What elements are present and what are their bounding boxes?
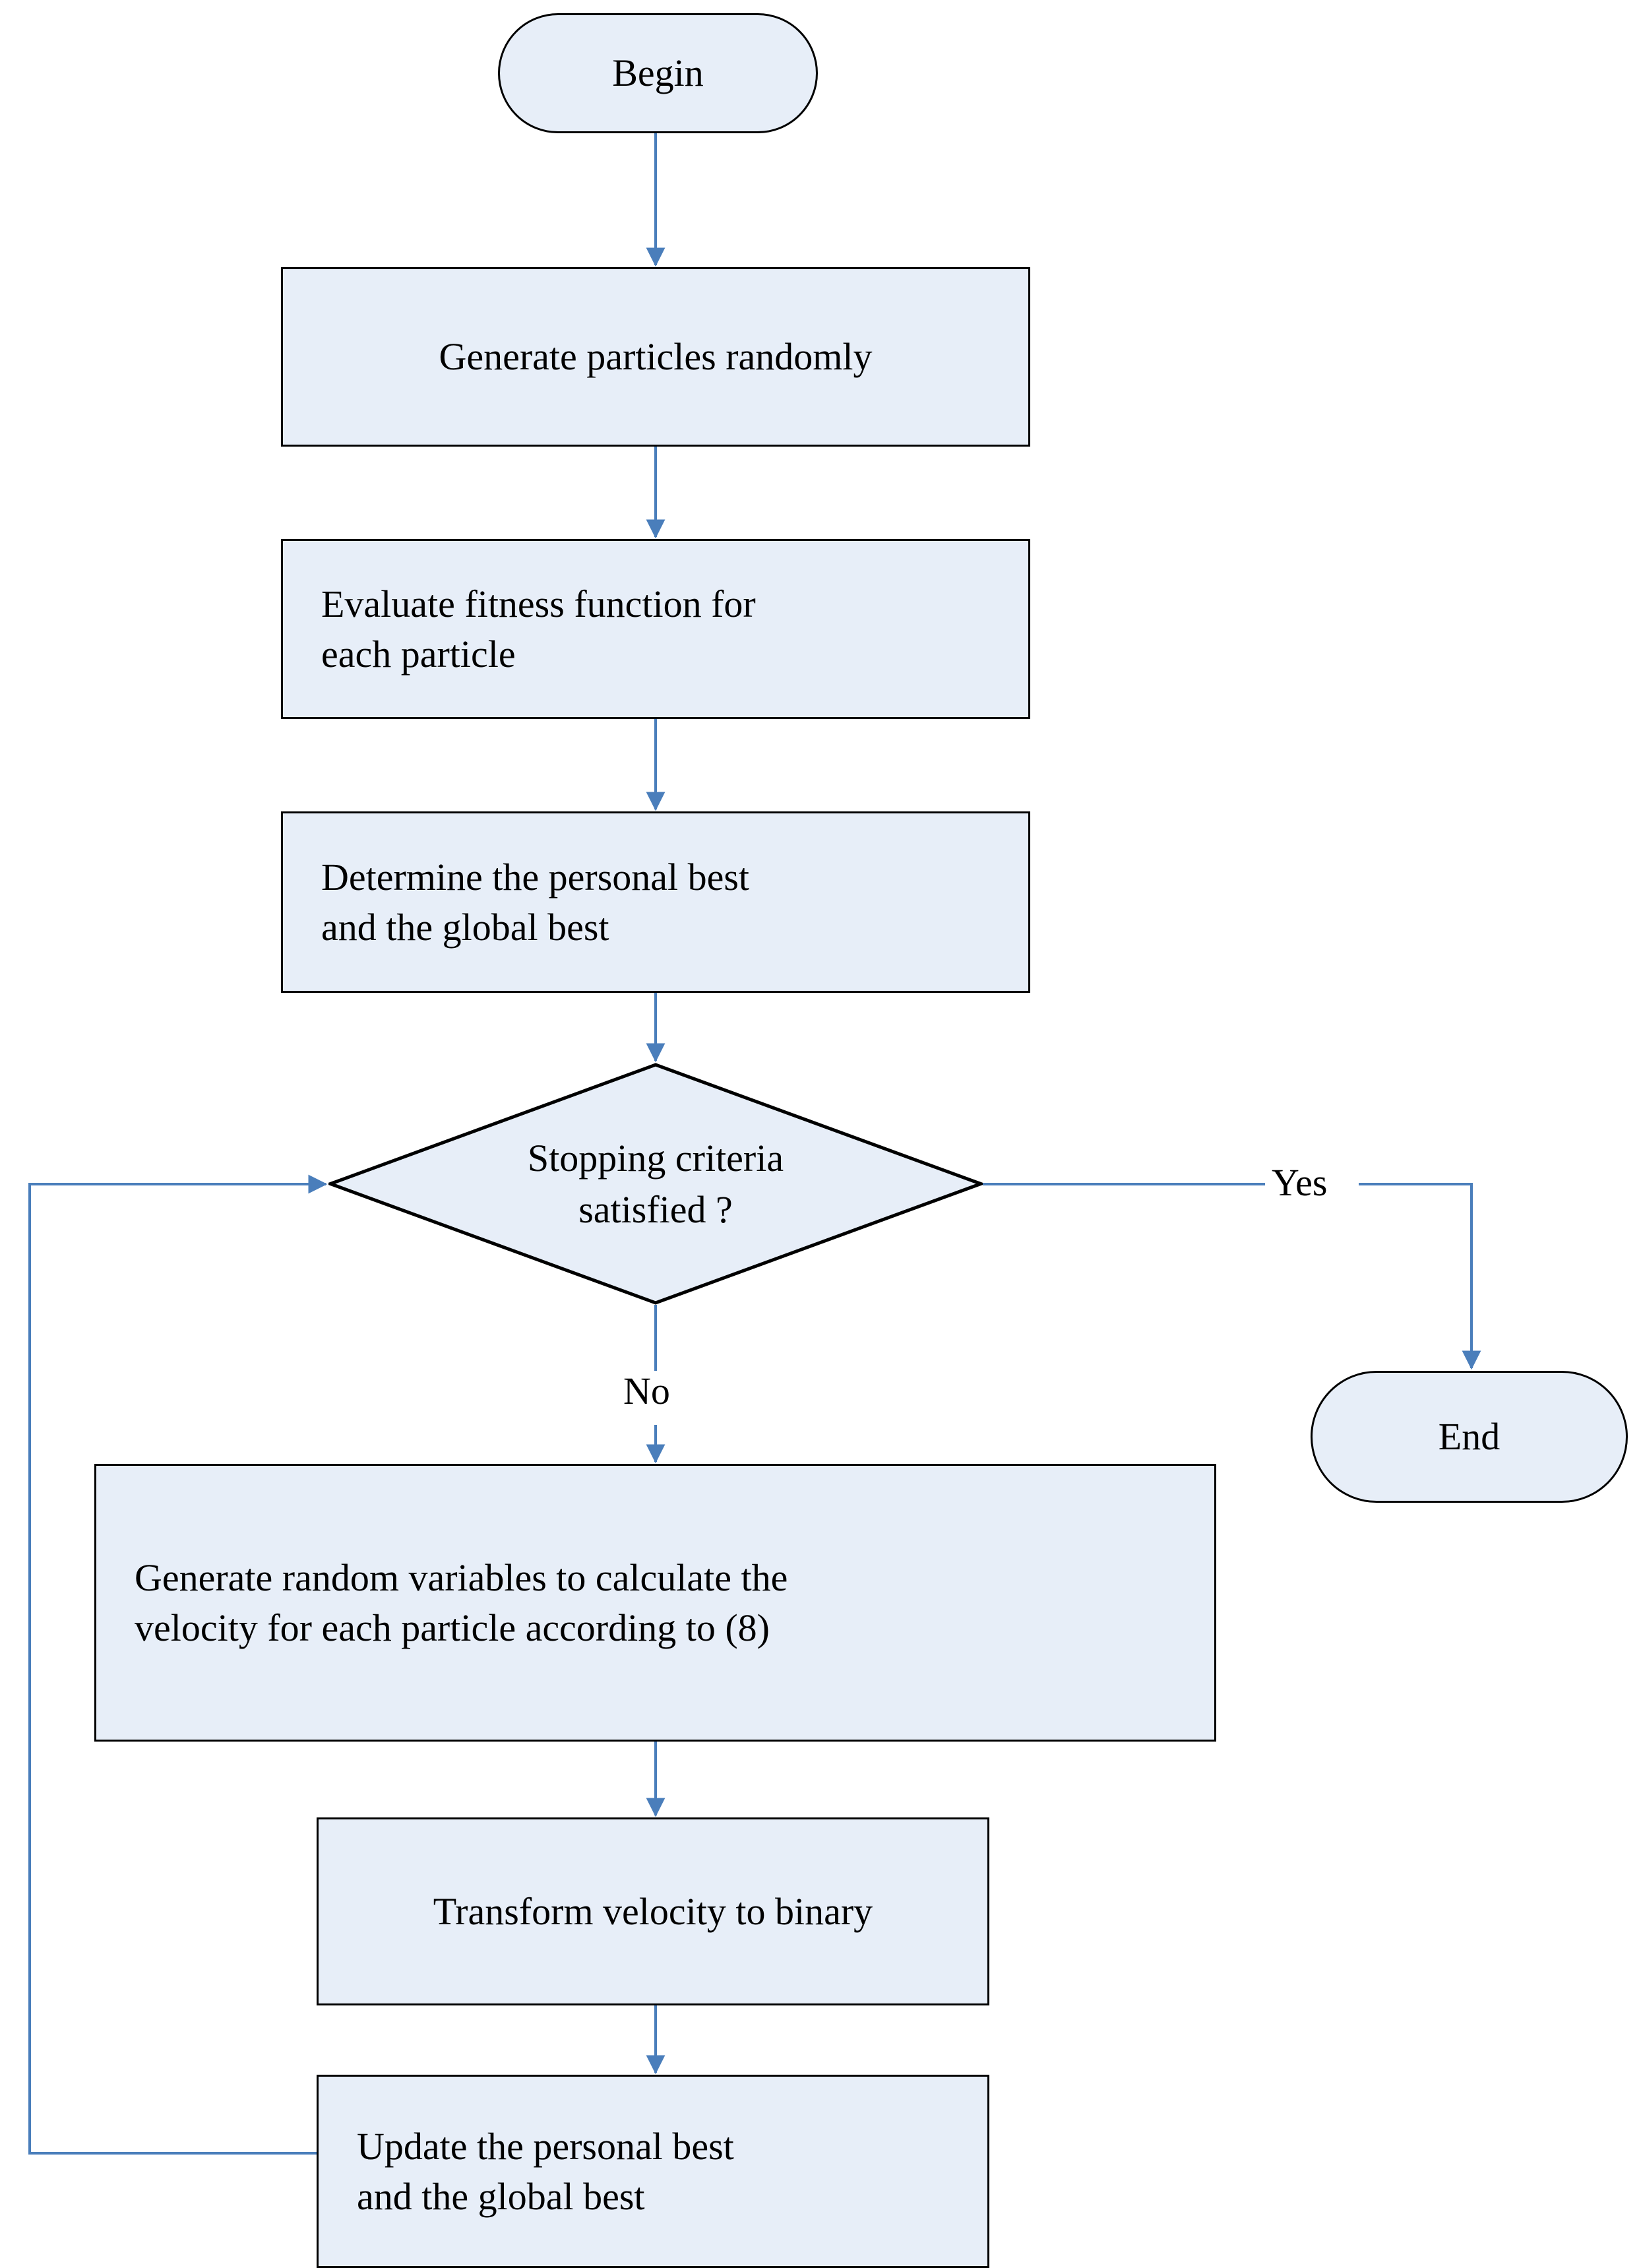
diamond-shape <box>328 1063 983 1305</box>
node-begin[interactable]: Begin <box>498 13 818 133</box>
node-evaluate-fitness[interactable]: Evaluate fitness function for each parti… <box>281 539 1030 719</box>
node-generate-random-variables[interactable]: Generate random variables to calculate t… <box>94 1464 1216 1742</box>
edge-label-yes: Yes <box>1265 1162 1334 1203</box>
node-begin-label: Begin <box>612 51 704 95</box>
connector-stopping-yes-to-end <box>1359 1183 1481 1370</box>
node-transform-velocity-label: Transform velocity to binary <box>433 1889 873 1933</box>
node-update-best-label: Update the personal best and the global … <box>357 2125 734 2218</box>
node-generate-particles[interactable]: Generate particles randomly <box>281 267 1030 447</box>
node-transform-velocity[interactable]: Transform velocity to binary <box>317 1817 989 2005</box>
node-end-label: End <box>1438 1415 1501 1459</box>
node-generate-random-variables-label: Generate random variables to calculate t… <box>135 1556 788 1649</box>
node-determine-best[interactable]: Determine the personal best and the glob… <box>281 811 1030 993</box>
node-stopping-criteria[interactable]: Stopping criteria satisfied ? <box>328 1063 983 1305</box>
node-determine-best-label: Determine the personal best and the glob… <box>321 856 750 949</box>
edge-label-no: No <box>617 1371 677 1412</box>
node-update-best[interactable]: Update the personal best and the global … <box>317 2075 989 2268</box>
node-evaluate-fitness-label: Evaluate fitness function for each parti… <box>321 583 756 676</box>
node-generate-particles-label: Generate particles randomly <box>439 335 873 379</box>
node-end[interactable]: End <box>1311 1371 1628 1503</box>
